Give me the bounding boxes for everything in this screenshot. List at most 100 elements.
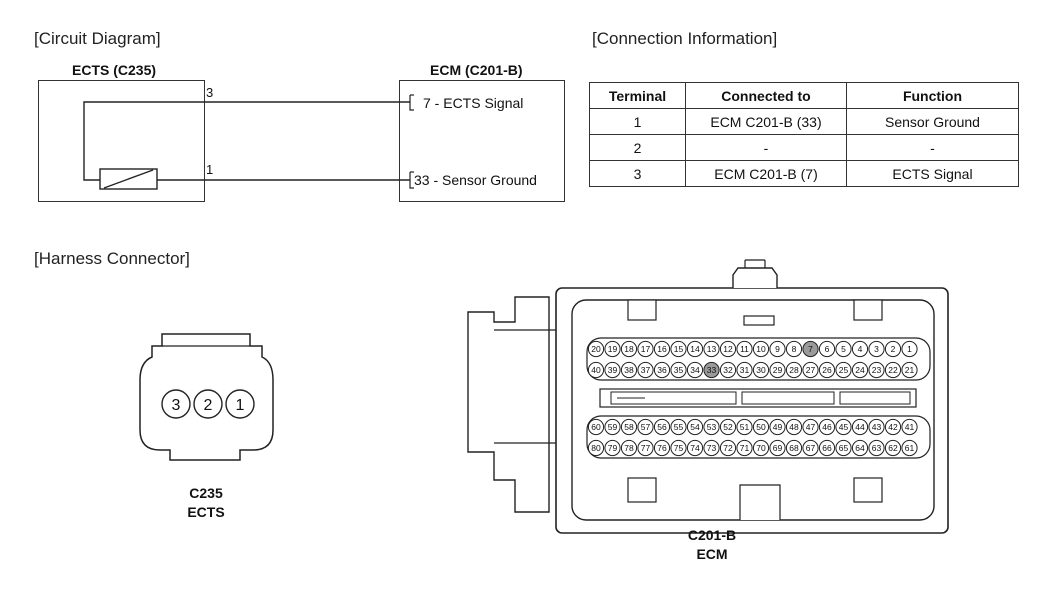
cell-function: Sensor Ground (846, 108, 1019, 135)
c201b-pin (769, 340, 786, 358)
c201b-pin-label: 25 (839, 365, 849, 375)
c201b-pin-label: 80 (591, 443, 601, 453)
c201b-pin-label: 39 (608, 365, 618, 375)
c201b-pin (703, 361, 720, 379)
c201b-pin-label: 52 (723, 422, 733, 432)
c201b-pin-label: 53 (707, 422, 717, 432)
c201b-pin (802, 439, 819, 457)
c201b-pin (851, 340, 869, 358)
c201b-pin (620, 340, 638, 358)
c201b-pin (884, 361, 902, 379)
c201b-pin (769, 418, 786, 436)
c201b-pin (884, 439, 902, 457)
c201b-pin-label: 70 (756, 443, 766, 453)
c201b-pin-label: 79 (608, 443, 618, 453)
c201b-pin (637, 418, 654, 436)
c201b-pin-label: 16 (657, 344, 667, 354)
c201b-pin-label: 26 (822, 365, 832, 375)
c201b-pin-label: 43 (872, 422, 882, 432)
c201b-pin-label: 58 (624, 422, 634, 432)
c201b-pin (587, 418, 605, 436)
c201b-pin (752, 340, 770, 358)
c201b-pin (719, 340, 737, 358)
cell-function: ECTS Signal (846, 160, 1019, 187)
c201b-pin (719, 361, 737, 379)
c201b-pin-label: 68 (789, 443, 799, 453)
ects-component-label: ECTS (C235) (72, 62, 157, 78)
c201b-pin-label: 67 (806, 443, 816, 453)
c201b-pin (884, 418, 902, 436)
ects-component-box (38, 80, 205, 202)
c201b-pin (851, 418, 869, 436)
c201b-pin (604, 340, 621, 358)
c201b-pin-label: 63 (872, 443, 882, 453)
c201b-pin-label: 57 (641, 422, 651, 432)
c201b-pin (818, 340, 836, 358)
connection-table: Terminal Connected to Function 1 ECM C20… (589, 82, 1019, 187)
sensor-internal-wire (83, 101, 205, 181)
c201b-pin-label: 40 (591, 365, 601, 375)
c235-pin (161, 389, 191, 419)
c201b-pin (785, 439, 803, 457)
header-connected-to: Connected to (685, 82, 847, 109)
c201b-pin (703, 340, 720, 358)
c201b-pin (868, 439, 885, 457)
c201b-pin-label: 36 (657, 365, 667, 375)
c201b-pin (802, 340, 819, 358)
c201b-pin-label: 31 (740, 365, 750, 375)
c201b-pin (637, 439, 654, 457)
c201b-pin-label: 35 (674, 365, 684, 375)
c201b-pin (752, 418, 770, 436)
cell-connected-to: ECM C201-B (7) (685, 160, 847, 187)
c201b-pin-label: 11 (740, 344, 749, 354)
c201b-pin-label: 45 (839, 422, 849, 432)
c201b-pin-label: 23 (872, 365, 882, 375)
c201b-pin-label: 60 (591, 422, 601, 432)
c235-pin (193, 389, 223, 419)
c201b-pin-label: 4 (858, 344, 863, 354)
c201b-pin-label: 46 (822, 422, 832, 432)
c201b-pin-label: 51 (740, 422, 750, 432)
c201b-pin-label: 62 (888, 443, 898, 453)
c201b-pin (802, 361, 819, 379)
c201b-pin (604, 439, 621, 457)
ecm-terminal-bracket (409, 95, 414, 111)
c201b-pin-label: 41 (905, 422, 915, 432)
c235-pin-label: 3 (172, 397, 181, 414)
c201b-pin-label: 76 (657, 443, 667, 453)
c201b-pin (653, 418, 671, 436)
c201b-pin (868, 340, 885, 358)
c235-caption-name: ECTS (187, 504, 225, 520)
c201b-pin (752, 439, 770, 457)
c201b-pin-label: 13 (707, 344, 717, 354)
c201b-pin-label: 33 (707, 365, 717, 375)
c201b-pin-label: 27 (806, 365, 816, 375)
header-function: Function (846, 82, 1019, 109)
c201b-pin (901, 361, 918, 379)
c201b-pin (769, 361, 786, 379)
c201b-pin-label: 75 (674, 443, 684, 453)
c201b-pin-label: 24 (855, 365, 865, 375)
c201b-pin (785, 361, 803, 379)
c201b-pin (901, 340, 918, 358)
c201b-pin (686, 361, 704, 379)
c201b-pin-label: 12 (723, 344, 733, 354)
c201b-pin (637, 361, 654, 379)
c201b-pin (835, 418, 852, 436)
c201b-pin (802, 418, 819, 436)
c201b-pin-label: 9 (775, 344, 780, 354)
ecm-component-label: ECM (C201-B) (430, 62, 523, 78)
c201b-pin (752, 361, 770, 379)
c235-pin-label: 2 (204, 397, 213, 414)
c235-pin-label: 1 (236, 397, 245, 414)
c201b-pin-label: 34 (690, 365, 700, 375)
c201b-pin (703, 418, 720, 436)
c201b-pin-label: 78 (624, 443, 634, 453)
c201b-pin-label: 74 (690, 443, 700, 453)
ecm-terminal-bracket (409, 172, 414, 189)
c201b-pin (868, 361, 885, 379)
c201b-pin-label: 73 (707, 443, 717, 453)
